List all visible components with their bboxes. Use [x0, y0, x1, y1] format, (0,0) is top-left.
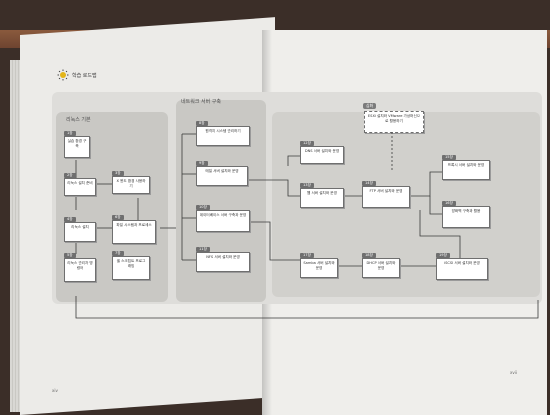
chapter-5-node: 5장 리눅스 관리자 명령어 — [64, 253, 96, 282]
lightbulb-icon — [57, 69, 69, 81]
chapter-19-tag: 19장 — [436, 253, 450, 258]
chapter-13-tag: 13장 — [300, 183, 314, 188]
chapter-9-text: 메일 서버 설치와 운영 — [205, 169, 239, 173]
chapter-16-node: 16장 방화벽 구축과 활용 — [442, 201, 490, 228]
chapter-11-text: NFS 서버 설치와 운영 — [206, 255, 240, 259]
header-label: 학습 로드맵 — [72, 73, 97, 79]
chapter-6-node: 6장 파일 시스템과 프로세스 — [112, 215, 156, 244]
network-server-title: 네트워크 서버 구축 — [181, 99, 221, 105]
chapter-4-text: 리눅스 설치 — [71, 225, 89, 229]
chapter-16-tag: 16장 — [442, 201, 456, 206]
chapter-19-node: 19장 iSCSI 서버 설치와 운영 — [436, 253, 488, 280]
top-note-box: ESXi 설치와 VMware 가상머신으로 활용하기 — [364, 111, 424, 133]
linux-basics-title: 리눅스 기본 — [66, 117, 91, 123]
chapter-15-tag: 15장 — [442, 155, 456, 160]
chapter-10-tag: 10장 — [196, 205, 210, 210]
chapter-12-node: 12장 DNS 서버 설치와 운영 — [300, 141, 344, 164]
chapter-12-tag: 12장 — [300, 141, 314, 146]
chapter-18-tag: 18장 — [362, 253, 376, 258]
chapter-1-tag: 1장 — [64, 131, 76, 136]
chapter-9-tag: 9장 — [196, 161, 208, 166]
chapter-2-node: 2장 리눅스 설치 준비 — [64, 173, 96, 196]
chapter-4-tag: 4장 — [64, 217, 76, 222]
chapter-6-text: 파일 시스템과 프로세스 — [116, 223, 152, 227]
chapter-4-node: 4장 리눅스 설치 — [64, 217, 96, 242]
chapter-16-text: 방화벽 구축과 활용 — [451, 209, 481, 213]
chapter-15-text: 프록시 서버 설치와 운영 — [447, 163, 485, 167]
chapter-10-node: 10장 데이터베이스 서버 구축과 운영 — [196, 205, 250, 232]
chapter-2-tag: 2장 — [64, 173, 76, 178]
right-page-number: xvii — [510, 370, 517, 375]
chapter-17-tag: 17장 — [300, 253, 314, 258]
chapter-18-text: DHCP 서버 설치와 운영 — [366, 261, 396, 270]
chapter-8-tag: 8장 — [196, 121, 208, 126]
chapter-14-text: FTP 서버 설치와 운영 — [369, 189, 403, 193]
chapter-7-tag: 7장 — [112, 251, 124, 256]
chapter-9-node: 9장 메일 서버 설치와 운영 — [196, 161, 248, 186]
chapter-11-node: 11장 NFS 서버 설치와 운영 — [196, 247, 250, 272]
chapter-5-tag: 5장 — [64, 253, 76, 258]
chapter-7-text: 셸 스크립트 프로그래밍 — [116, 259, 146, 268]
chapter-19-text: iSCSI 서버 설치와 운영 — [444, 261, 480, 265]
chapter-7-node: 7장 셸 스크립트 프로그래밍 — [112, 251, 150, 280]
chapter-11-tag: 11장 — [196, 247, 210, 252]
chapter-14-node: 14장 FTP 서버 설치와 운영 — [362, 181, 410, 208]
chapter-10-text: 데이터베이스 서버 구축과 운영 — [199, 213, 247, 217]
chapter-5-text: 리눅스 관리자 명령어 — [67, 261, 93, 270]
chapter-8-node: 8장 원격지 시스템 관리하기 — [196, 121, 250, 146]
chapter-17-text: Samba 서버 설치와 운영 — [303, 261, 335, 270]
chapter-3-node: 3장 X 윈도 환경 사용하기 — [112, 171, 150, 194]
chapter-8-text: 원격지 시스템 관리하기 — [205, 129, 241, 133]
chapter-1-node: 1장 실습 환경 구축 — [64, 131, 90, 158]
chapter-14-tag: 14장 — [362, 181, 376, 186]
chapter-6-tag: 6장 — [112, 215, 124, 220]
top-note-text: ESXi 설치와 VMware 가상머신으로 활용하기 — [367, 114, 421, 123]
chapter-13-text: 웹 서버 설치와 운영 — [307, 191, 337, 195]
advanced-tag: 심화 — [363, 103, 376, 109]
chapter-17-node: 17장 Samba 서버 설치와 운영 — [300, 253, 338, 278]
chapter-15-node: 15장 프록시 서버 설치와 운영 — [442, 155, 490, 180]
chapter-12-text: DNS 서버 설치와 운영 — [304, 149, 340, 153]
chapter-2-text: 리눅스 설치 준비 — [67, 181, 93, 185]
chapter-3-text: X 윈도 환경 사용하기 — [116, 179, 146, 188]
chapter-13-node: 13장 웹 서버 설치와 운영 — [300, 183, 344, 208]
chapter-1-text: 실습 환경 구축 — [67, 139, 87, 148]
left-page-number: xiv — [52, 388, 58, 393]
chapter-3-tag: 3장 — [112, 171, 124, 176]
chapter-18-node: 18장 DHCP 서버 설치와 운영 — [362, 253, 400, 278]
